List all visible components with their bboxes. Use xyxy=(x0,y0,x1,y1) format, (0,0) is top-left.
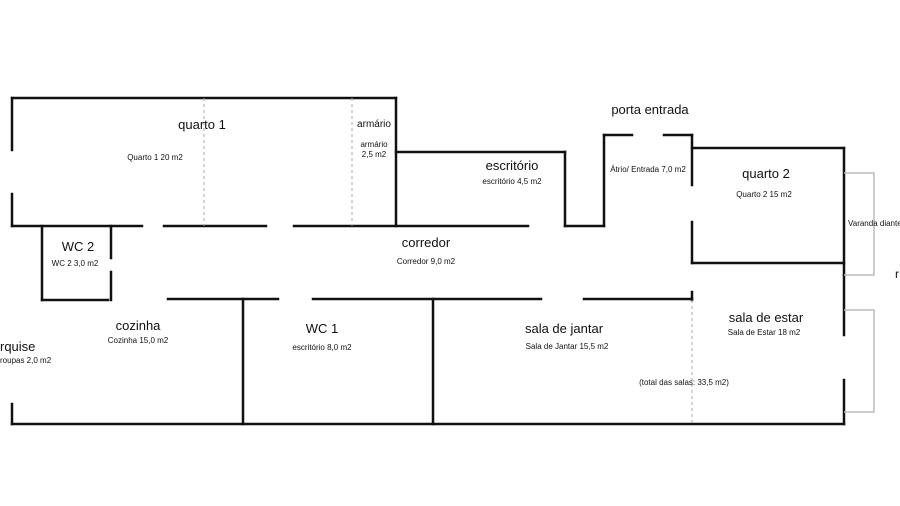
wc2-name: WC 2 xyxy=(61,239,95,254)
quarto2-name: quarto 2 xyxy=(742,166,790,181)
cozinha-area: Cozinha 15,0 m2 xyxy=(107,336,169,345)
escritorio-name: escritório xyxy=(485,158,539,173)
cozinha-name: cozinha xyxy=(115,318,161,333)
armario-area-line2: 2,5 m2 xyxy=(361,150,387,159)
sala-estar-name: sala de estar xyxy=(728,310,804,325)
wc2-area: WC 2 3,0 m2 xyxy=(51,259,99,268)
edge-right-label: r xyxy=(895,267,899,281)
varanda-area: Varanda diante xyxy=(848,220,900,228)
sala-estar-area: Sala de Estar 18 m2 xyxy=(727,328,801,337)
wc1-area: escritório 8,0 m2 xyxy=(292,343,352,352)
marquise-name: rquise xyxy=(0,339,36,354)
escritorio-area: escritório 4,5 m2 xyxy=(482,177,542,186)
balcony-outline xyxy=(844,172,875,413)
sala-jantar-area: Sala de Jantar 15,5 m2 xyxy=(525,342,609,351)
balcony-lower xyxy=(844,309,875,413)
balcony-upper xyxy=(844,172,875,276)
walls xyxy=(10,96,846,426)
quarto1-name: quarto 1 xyxy=(178,117,226,132)
corredor-name: corredor xyxy=(401,235,451,250)
corredor-area: Corredor 9,0 m2 xyxy=(396,257,456,266)
quarto1-area: Quarto 1 20 m2 xyxy=(127,153,183,162)
total-salas-note: (total das salas: 33,5 m2) xyxy=(639,378,729,387)
quarto2-area: Quarto 2 15 m2 xyxy=(736,190,792,199)
armario-area-line1: armário xyxy=(360,140,388,149)
marquise-area: roupas 2,0 m2 xyxy=(0,356,52,365)
dashed-lines xyxy=(203,98,693,424)
wc1-name: WC 1 xyxy=(305,321,339,336)
porta-entrada-label: porta entrada xyxy=(611,102,689,117)
atrio-area: Átrio/ Entrada 7,0 m2 xyxy=(610,165,686,174)
armario-name: armário xyxy=(357,119,391,130)
sala-jantar-name: sala de jantar xyxy=(524,321,604,336)
